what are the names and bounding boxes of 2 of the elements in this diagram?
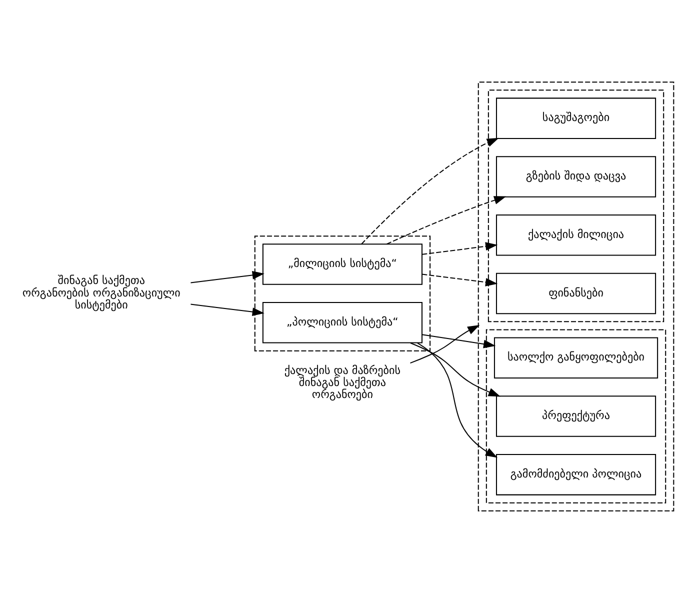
node-text: ქალაქის და მაზრების შინაგან საქმეთა ორგანოები bbox=[284, 364, 401, 401]
node-text: შინაგან საქმეთა ორგანოების ორგანიზაციული სისტემები bbox=[22, 274, 180, 312]
